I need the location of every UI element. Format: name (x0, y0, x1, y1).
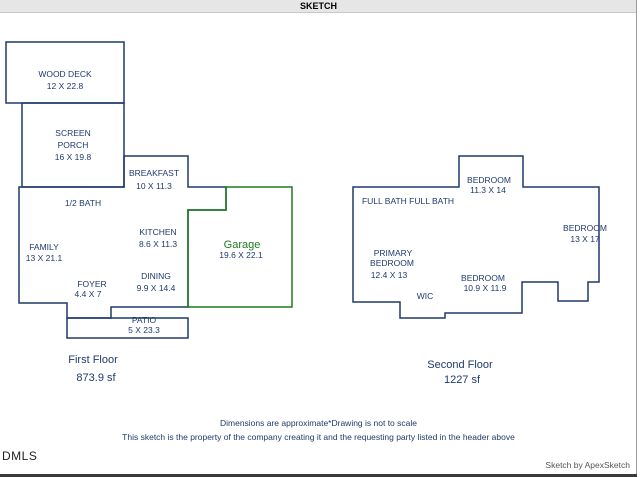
garage-label: Garage (224, 239, 261, 251)
breakfast-dims: 10 X 11.3 (136, 181, 172, 191)
first-floor-area: 873.9 sf (76, 372, 116, 384)
family-label: FAMILY (29, 242, 59, 252)
patio-outline (66, 317, 189, 339)
garage-dims: 19.6 X 22.1 (219, 250, 263, 260)
first-floor-walls (5, 41, 227, 339)
primary-bedroom-dims: 12.4 X 13 (371, 270, 408, 280)
kitchen-dims: 8.6 X 11.3 (139, 239, 177, 249)
garage-outline (187, 186, 293, 308)
first-floor-title: First Floor (68, 354, 118, 366)
wood-deck-dims: 12 X 22.8 (47, 81, 84, 91)
primary-bedroom-label-2: BEDROOM (370, 258, 414, 268)
bedroom-right-dims: 13 X 17 (570, 234, 600, 244)
first-floor-labels: WOOD DECK 12 X 22.8 SCREEN PORCH 16 X 19… (26, 69, 263, 335)
bedroom-top-label: BEDROOM (467, 175, 511, 185)
dining-dims: 9.9 X 14.4 (137, 283, 176, 293)
breakfast-label: BREAKFAST (129, 168, 179, 178)
screen-porch-label-2: PORCH (58, 140, 89, 150)
dmls-watermark: DMLS (2, 449, 38, 463)
screen-porch-dims: 16 X 19.8 (55, 152, 92, 162)
primary-bedroom-label-1: PRIMARY (374, 248, 413, 258)
full-bath-label: FULL BATH FULL BATH (362, 196, 454, 206)
second-floor-outline (352, 155, 600, 319)
bedroom-right-label: BEDROOM (563, 223, 607, 233)
half-bath-label: 1/2 BATH (65, 198, 101, 208)
patio-dims: 5 X 23.3 (128, 325, 160, 335)
patio-label: PATIO (132, 315, 157, 325)
second-floor-labels: FULL BATH FULL BATH BEDROOM 11.3 X 14 BE… (362, 175, 607, 301)
bedroom-bottom-dims: 10.9 X 11.9 (464, 283, 507, 293)
sketch-credit: Sketch by ApexSketch (545, 460, 630, 470)
dining-label: DINING (141, 271, 171, 281)
frame-border (636, 0, 637, 477)
wood-deck-label: WOOD DECK (38, 69, 92, 79)
sketch-header: SKETCH (0, 0, 637, 13)
main-house-outline (18, 155, 227, 319)
kitchen-label: KITCHEN (139, 227, 176, 237)
second-floor-title: Second Floor (427, 359, 493, 371)
bedroom-top-dims: 11.3 X 14 (470, 185, 506, 195)
property-note: This sketch is the property of the compa… (122, 432, 515, 442)
screen-porch-label-1: SCREEN (55, 128, 90, 138)
foyer-label: FOYER (77, 279, 106, 289)
foyer-dims: 4.4 X 7 (75, 289, 102, 299)
disclaimer-note: Dimensions are approximate*Drawing is no… (219, 418, 417, 428)
family-dims: 13 X 21.1 (26, 253, 63, 263)
bedroom-bottom-label: BEDROOM (461, 273, 505, 283)
bottom-border (0, 474, 637, 477)
wic-label: WIC (417, 291, 434, 301)
second-floor-area: 1227 sf (443, 374, 481, 386)
